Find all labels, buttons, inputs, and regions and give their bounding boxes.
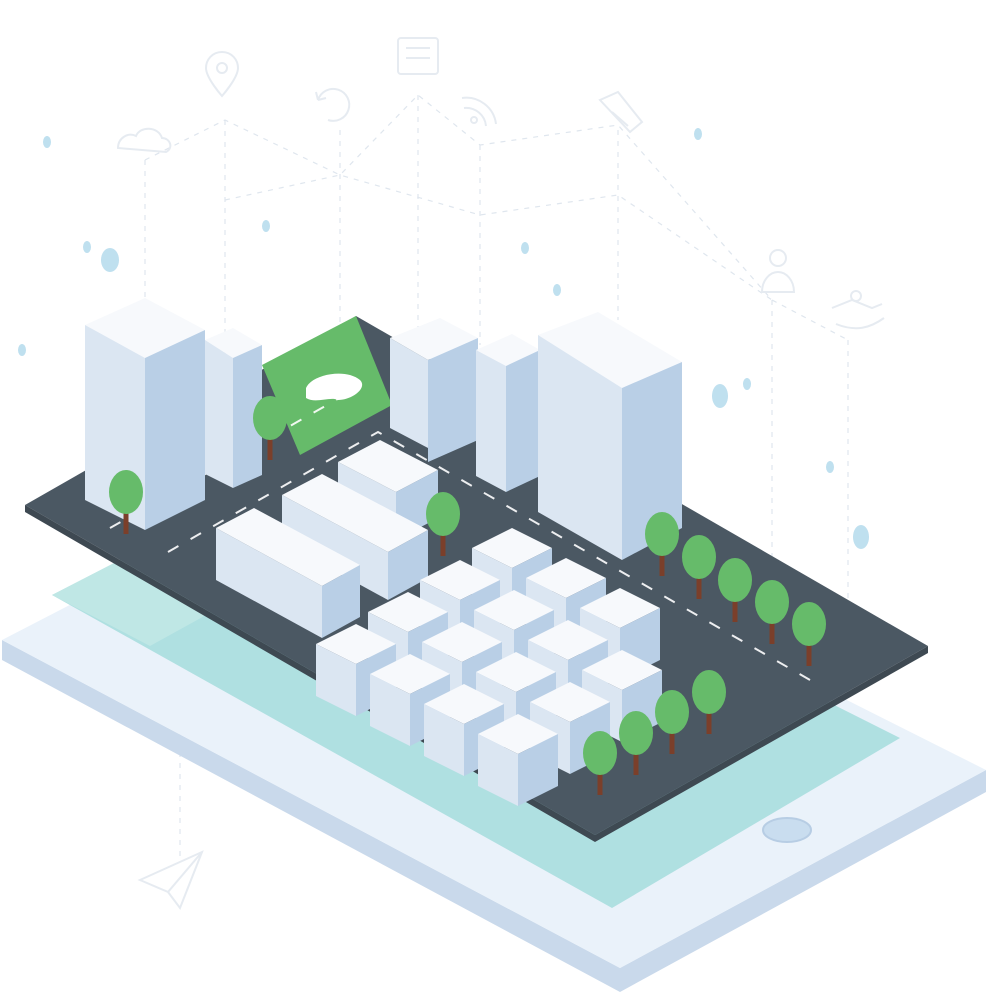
document-icon <box>397 37 439 75</box>
person-icon <box>760 249 796 293</box>
floating-droplets <box>18 128 869 549</box>
building-row-2 <box>282 474 428 600</box>
refresh-icon <box>315 87 351 122</box>
tree <box>792 602 826 666</box>
park-pond <box>306 373 363 401</box>
paper-plane-icon <box>137 850 204 911</box>
cloud-icon <box>116 127 172 154</box>
tree <box>682 535 716 599</box>
satellite-icon <box>598 90 644 134</box>
trees <box>109 396 826 795</box>
tree <box>692 670 726 734</box>
small-building-cube <box>478 714 558 806</box>
building-tower-right <box>538 312 682 560</box>
building-mid-left <box>205 328 262 488</box>
tree <box>583 731 617 795</box>
building-back-1 <box>390 318 478 462</box>
cube-grid <box>316 528 662 806</box>
wifi-icon <box>461 96 497 127</box>
tree <box>619 711 653 775</box>
building-tower-left <box>85 298 205 530</box>
tree <box>109 470 143 534</box>
buildings <box>85 298 682 638</box>
location-pin-icon <box>204 50 240 98</box>
tree <box>718 558 752 622</box>
tree <box>426 492 460 556</box>
tree <box>655 690 689 754</box>
building-back-2 <box>476 334 540 492</box>
tree <box>253 396 287 460</box>
hand-map-icon <box>831 290 885 330</box>
tree <box>755 580 789 644</box>
tree <box>645 512 679 576</box>
home-button <box>762 817 812 843</box>
building-row-3 <box>216 508 360 638</box>
